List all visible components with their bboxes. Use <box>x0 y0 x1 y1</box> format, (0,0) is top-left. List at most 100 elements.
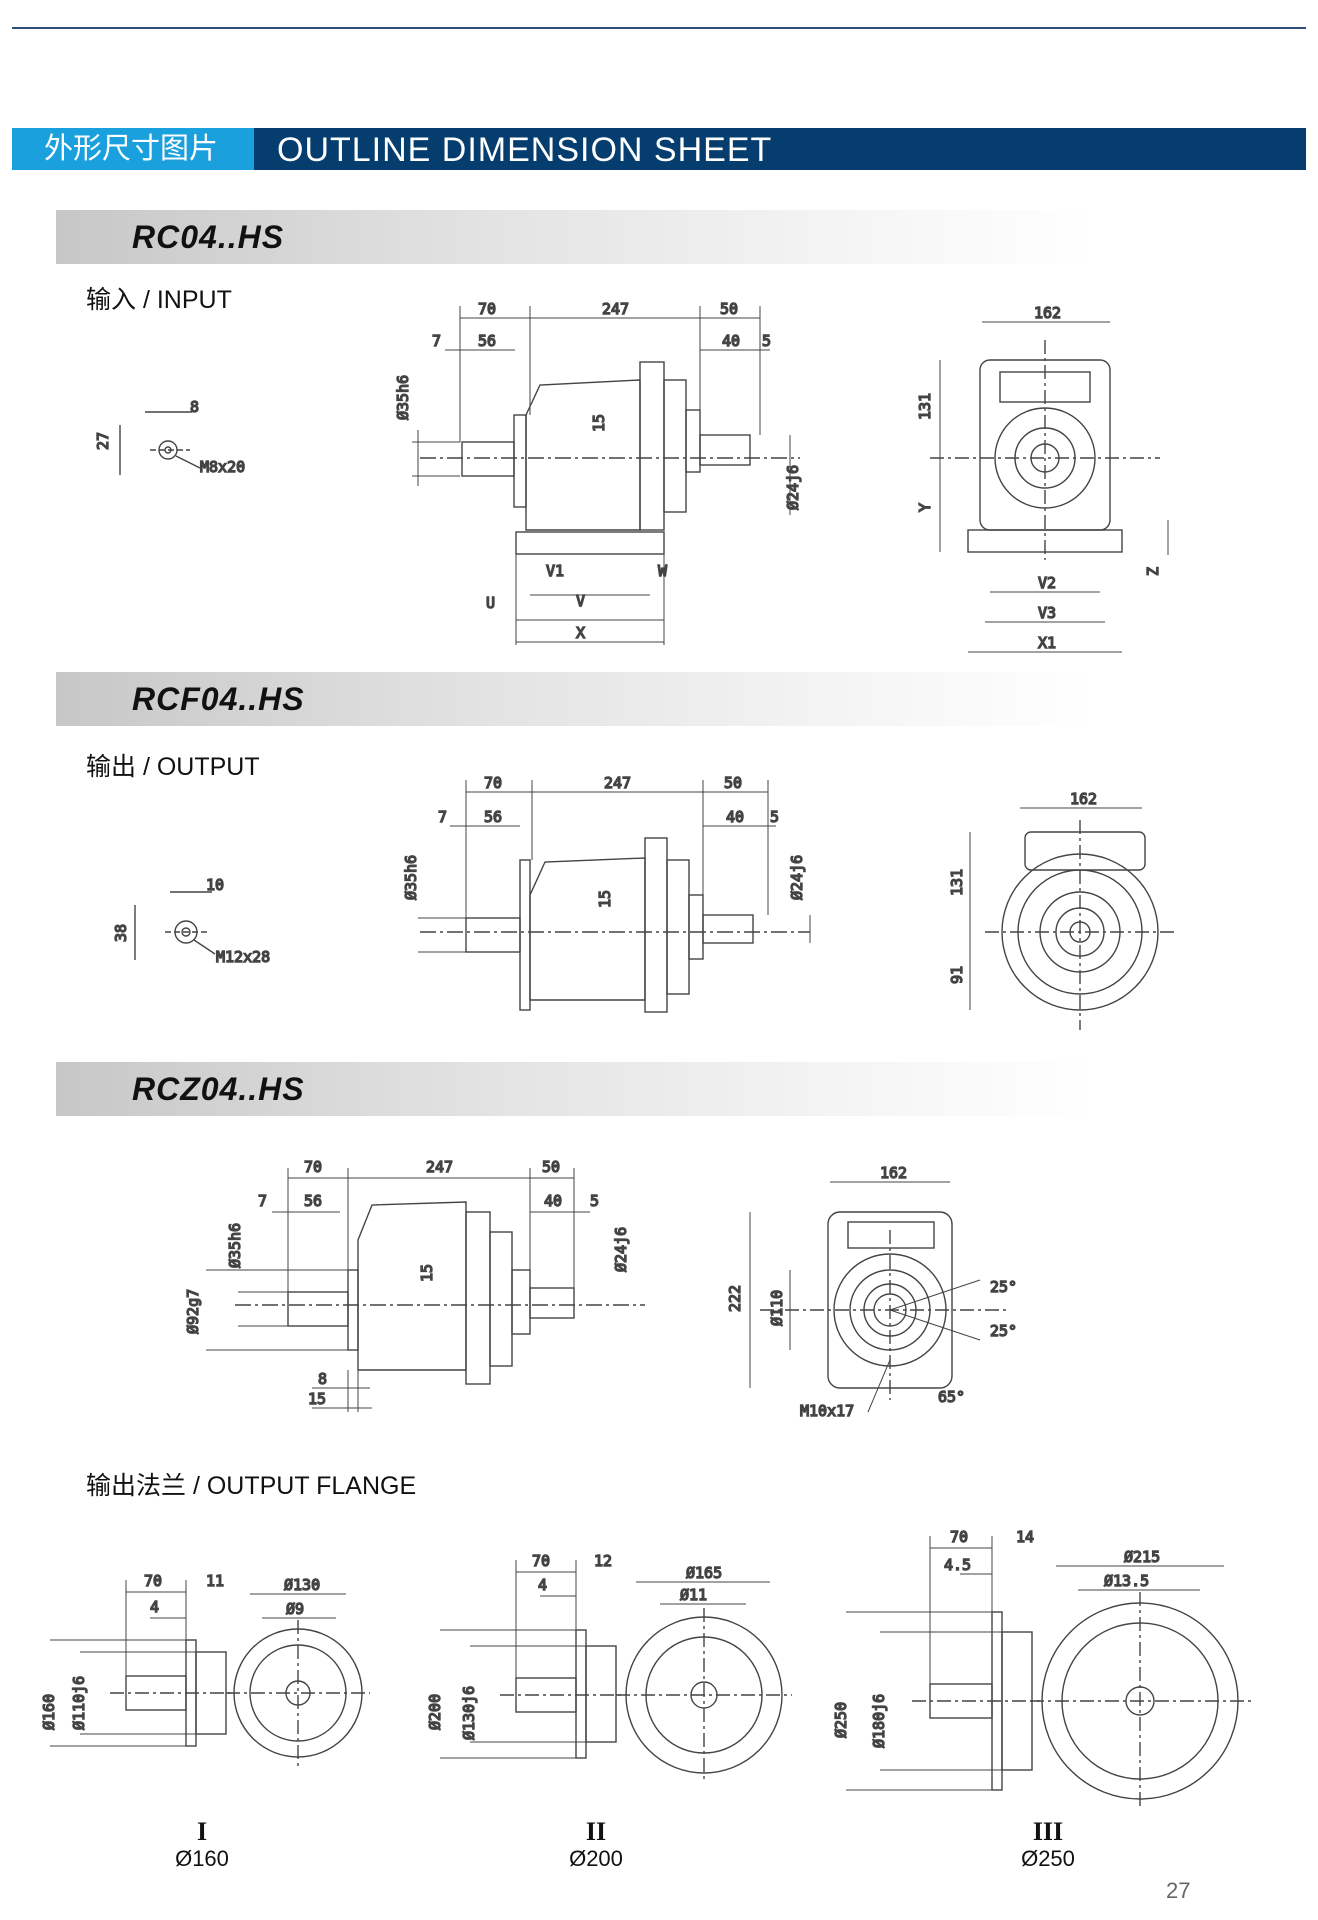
rc04-shaft-b: 27 <box>94 432 112 450</box>
rcf04-front-h2: 91 <box>948 966 966 984</box>
header-title-en: OUTLINE DIMENSION SHEET <box>277 131 773 169</box>
rc04-shaft-a: 8 <box>190 398 199 416</box>
rc04-dim-v1: V1 <box>546 562 564 580</box>
rc04-front-x1: X1 <box>1038 634 1056 652</box>
header-title-cn: 外形尺寸图片 <box>12 128 254 170</box>
rc04-shaft-c: M8x20 <box>200 458 245 476</box>
rcz04-shaft-out: Ø24j6 <box>612 1227 630 1272</box>
flange-iii-l1: 70 <box>950 1528 968 1546</box>
rc04-front-y: Y <box>916 503 934 512</box>
rcf04-shaft-c: M12x28 <box>216 948 270 966</box>
flange-i-pcd: Ø130 <box>284 1576 320 1594</box>
rcz04-front-pilot: Ø110 <box>768 1290 786 1326</box>
flange-i-l3: 4 <box>150 1598 159 1616</box>
flange-iii-diameter: Ø250 <box>1021 1846 1075 1871</box>
rcf04-dim-56: 56 <box>484 808 502 826</box>
rcz04-dim-70: 70 <box>304 1158 322 1176</box>
flange-ii-diameter: Ø200 <box>569 1846 623 1871</box>
output-flange-label: 输出法兰 / OUTPUT FLANGE <box>86 1472 417 1500</box>
rcf04-shaft-a: 10 <box>206 876 224 894</box>
rcf04-shaft-out: Ø24j6 <box>788 855 806 900</box>
rcz04-front-width: 162 <box>880 1164 907 1182</box>
rcz04-dim-247: 247 <box>426 1158 453 1176</box>
rc04-dim-15: 15 <box>590 414 608 432</box>
rcz04-front-view: 162 222 Ø110 25° 25° 65° M10x17 <box>725 1163 1017 1420</box>
flange-iii-drawing: 70 14 4.5 Ø215 Ø13.5 Ø250 Ø180j6 <box>831 1527 1252 1810</box>
rcz04-side-view: 70 247 50 7 56 40 5 Ø35h6 Ø92g7 15 Ø24j6… <box>183 1157 645 1412</box>
flange-iii-pcd: Ø215 <box>1124 1548 1160 1566</box>
rc04-dim-50: 50 <box>720 300 738 318</box>
rc04-shaft-out: Ø24j6 <box>784 465 802 510</box>
flange-ii-caption: II Ø200 <box>516 1818 676 1872</box>
rcz04-shaft-in: Ø35h6 <box>226 1223 244 1268</box>
rcz04-front-height: 222 <box>726 1285 744 1312</box>
rcz04-dim-8: 8 <box>318 1370 327 1388</box>
flange-ii-pcd: Ø165 <box>686 1564 722 1582</box>
rc04-front-height: 131 <box>916 393 934 420</box>
flange-iii-d-pilot: Ø180j6 <box>870 1694 888 1748</box>
rcf04-front-height: 131 <box>948 869 966 896</box>
rcf04-side-view: 70 247 50 7 56 40 5 Ø35h6 15 Ø24j6 <box>401 773 811 1013</box>
rcf04-dim-247: 247 <box>604 774 631 792</box>
rcf04-shaft-end-view: 10 38 M12x28 <box>111 875 271 966</box>
section-title-rcf04: RCF04..HS <box>132 681 305 717</box>
rc04-dim-40: 40 <box>722 332 740 350</box>
rcz04-dim-50: 50 <box>542 1158 560 1176</box>
rcf04-front-width: 162 <box>1070 790 1097 808</box>
rc04-dim-w: W <box>658 562 668 580</box>
rc04-dim-5: 5 <box>762 332 771 350</box>
rc04-front-z: Z <box>1144 567 1162 576</box>
rcz04-angle-3: 65° <box>938 1388 965 1406</box>
rcz04-dim-15b: 15 <box>308 1390 326 1408</box>
flange-i-diameter: Ø160 <box>175 1846 229 1871</box>
flange-i-l1: 70 <box>144 1572 162 1590</box>
flange-i-d-out: Ø160 <box>40 1694 58 1730</box>
input-label: 输入 / INPUT <box>86 286 232 314</box>
rcz04-bolt: M10x17 <box>800 1402 854 1420</box>
rcz04-dim-5: 5 <box>590 1192 599 1210</box>
rcf04-dim-15: 15 <box>596 890 614 908</box>
section-bar-rc04: RC04..HS <box>56 210 1096 264</box>
flange-ii-l3: 4 <box>538 1576 547 1594</box>
top-rule <box>12 27 1306 29</box>
flange-i-drawing: 70 11 4 Ø130 Ø9 Ø160 Ø110j6 <box>39 1571 370 1768</box>
rc04-dim-7: 7 <box>432 332 441 350</box>
flange-iii-roman: III <box>1032 1817 1064 1846</box>
flange-iii-d-out: Ø250 <box>832 1702 850 1738</box>
output-label: 输出 / OUTPUT <box>86 753 260 781</box>
rc04-dim-247: 247 <box>602 300 629 318</box>
header-banner: 外形尺寸图片 OUTLINE DIMENSION SHEET <box>12 128 1306 170</box>
rcf04-dim-40: 40 <box>726 808 744 826</box>
rcz04-angle-1: 25° <box>990 1278 1017 1296</box>
rc04-side-view: 70 247 50 7 56 40 5 Ø35h6 15 Ø24j6 V1 W … <box>393 299 803 645</box>
rcf04-dim-70: 70 <box>484 774 502 792</box>
section-bar-rcf04: RCF04..HS <box>56 672 1096 726</box>
flange-ii-d-pilot: Ø130j6 <box>460 1686 478 1740</box>
flange-i-l2: 11 <box>206 1572 224 1590</box>
flange-i-hole: Ø9 <box>286 1600 304 1618</box>
rcz04-dim-7: 7 <box>258 1192 267 1210</box>
rc04-front-width: 162 <box>1034 304 1061 322</box>
rc04-front-v3: V3 <box>1038 604 1056 622</box>
rc04-front-view: 162 131 Y Z V2 V3 X1 <box>915 303 1169 653</box>
rcf04-dim-5: 5 <box>770 808 779 826</box>
rc04-dim-x: X <box>576 624 585 642</box>
section-bar-rcz04: RCZ04..HS <box>56 1062 1096 1116</box>
rc04-dim-56: 56 <box>478 332 496 350</box>
rcz04-flange: Ø92g7 <box>184 1289 202 1334</box>
flange-i-roman: I <box>196 1817 208 1846</box>
section-title-rcz04: RCZ04..HS <box>132 1071 305 1107</box>
rc04-front-v2: V2 <box>1038 574 1056 592</box>
flange-ii-hole: Ø11 <box>680 1586 707 1604</box>
flange-iii-caption: III Ø250 <box>968 1818 1128 1872</box>
rc04-dim-v: V <box>576 592 585 610</box>
rc04-shaft-in: Ø35h6 <box>394 375 412 420</box>
rc04-dim-u: U <box>486 594 495 612</box>
flange-iii-l2: 14 <box>1016 1528 1034 1546</box>
rcf04-shaft-in: Ø35h6 <box>402 855 420 900</box>
flange-ii-d-out: Ø200 <box>426 1694 444 1730</box>
rcz04-dim-15: 15 <box>418 1264 436 1282</box>
flange-ii-drawing: 70 12 4 Ø165 Ø11 Ø200 Ø130j6 <box>425 1551 792 1782</box>
section-title-rc04: RC04..HS <box>132 219 285 255</box>
